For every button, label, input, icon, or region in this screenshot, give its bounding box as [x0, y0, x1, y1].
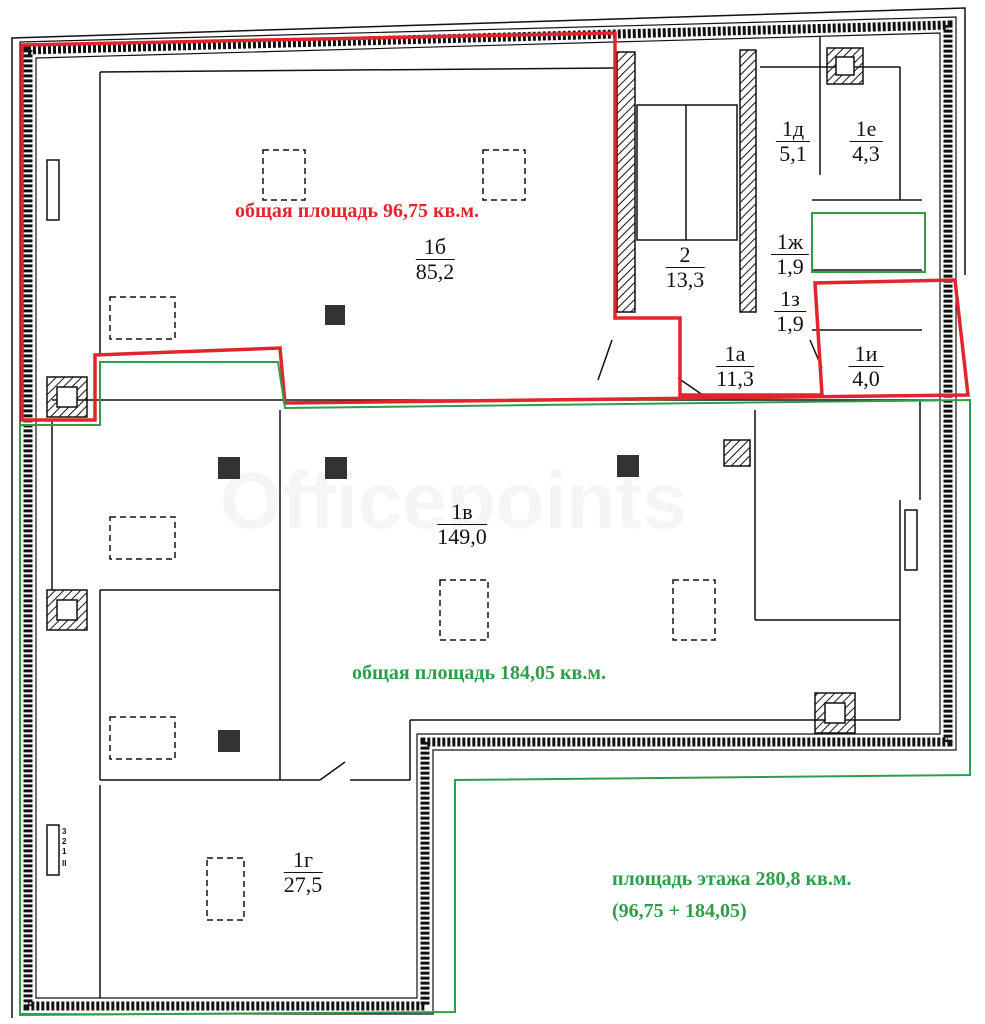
- room-area: 4,3: [852, 141, 880, 166]
- green-zone-outline: [19, 361, 971, 1017]
- room-number: 1б: [415, 235, 455, 260]
- stair-mark-3: 3: [62, 827, 67, 836]
- room-area: 149,0: [437, 524, 487, 549]
- room-area: 4,0: [852, 366, 880, 391]
- ventilation-shafts: [46, 47, 864, 734]
- room-number: 1е: [849, 117, 883, 142]
- room-area: 27,5: [283, 872, 323, 897]
- floor-total-label: площадь этажа 280,8 кв.м.: [612, 868, 852, 890]
- columns: [218, 305, 639, 752]
- room-area: 5,1: [779, 141, 807, 166]
- radiators: [46, 159, 918, 876]
- ceiling-fixtures: [109, 149, 716, 921]
- stair-mark-2: 2: [62, 837, 67, 846]
- red-zone-area-label: общая площадь 96,75 кв.м.: [235, 200, 479, 222]
- room-area: 1,9: [776, 254, 804, 279]
- room-area: 13,3: [665, 267, 705, 292]
- room-number: 1г: [283, 848, 323, 873]
- room-number: 1д: [775, 117, 811, 142]
- stair-mark-ii: II: [62, 859, 67, 868]
- room-area: 1,9: [776, 311, 804, 336]
- room-number: 1ж: [770, 230, 810, 255]
- room-number: 1в: [437, 500, 487, 525]
- room-number: 1а: [716, 342, 754, 367]
- room-number: 1з: [774, 287, 806, 312]
- green-zone-area-label: общая площадь 184,05 кв.м.: [352, 662, 606, 684]
- stair-mark-1: 1: [62, 847, 67, 856]
- watermark: Officepoints: [220, 455, 687, 547]
- floor-sum-label: (96,75 + 184,05): [612, 900, 747, 922]
- room-number: 1и: [848, 342, 884, 367]
- red-zone-outline: [20, 31, 970, 422]
- room-area: 11,3: [716, 366, 754, 391]
- room-area: 85,2: [415, 259, 455, 284]
- interior-walls: [51, 37, 940, 998]
- room-number: 2: [665, 243, 705, 268]
- green-wc-outline: [811, 212, 926, 273]
